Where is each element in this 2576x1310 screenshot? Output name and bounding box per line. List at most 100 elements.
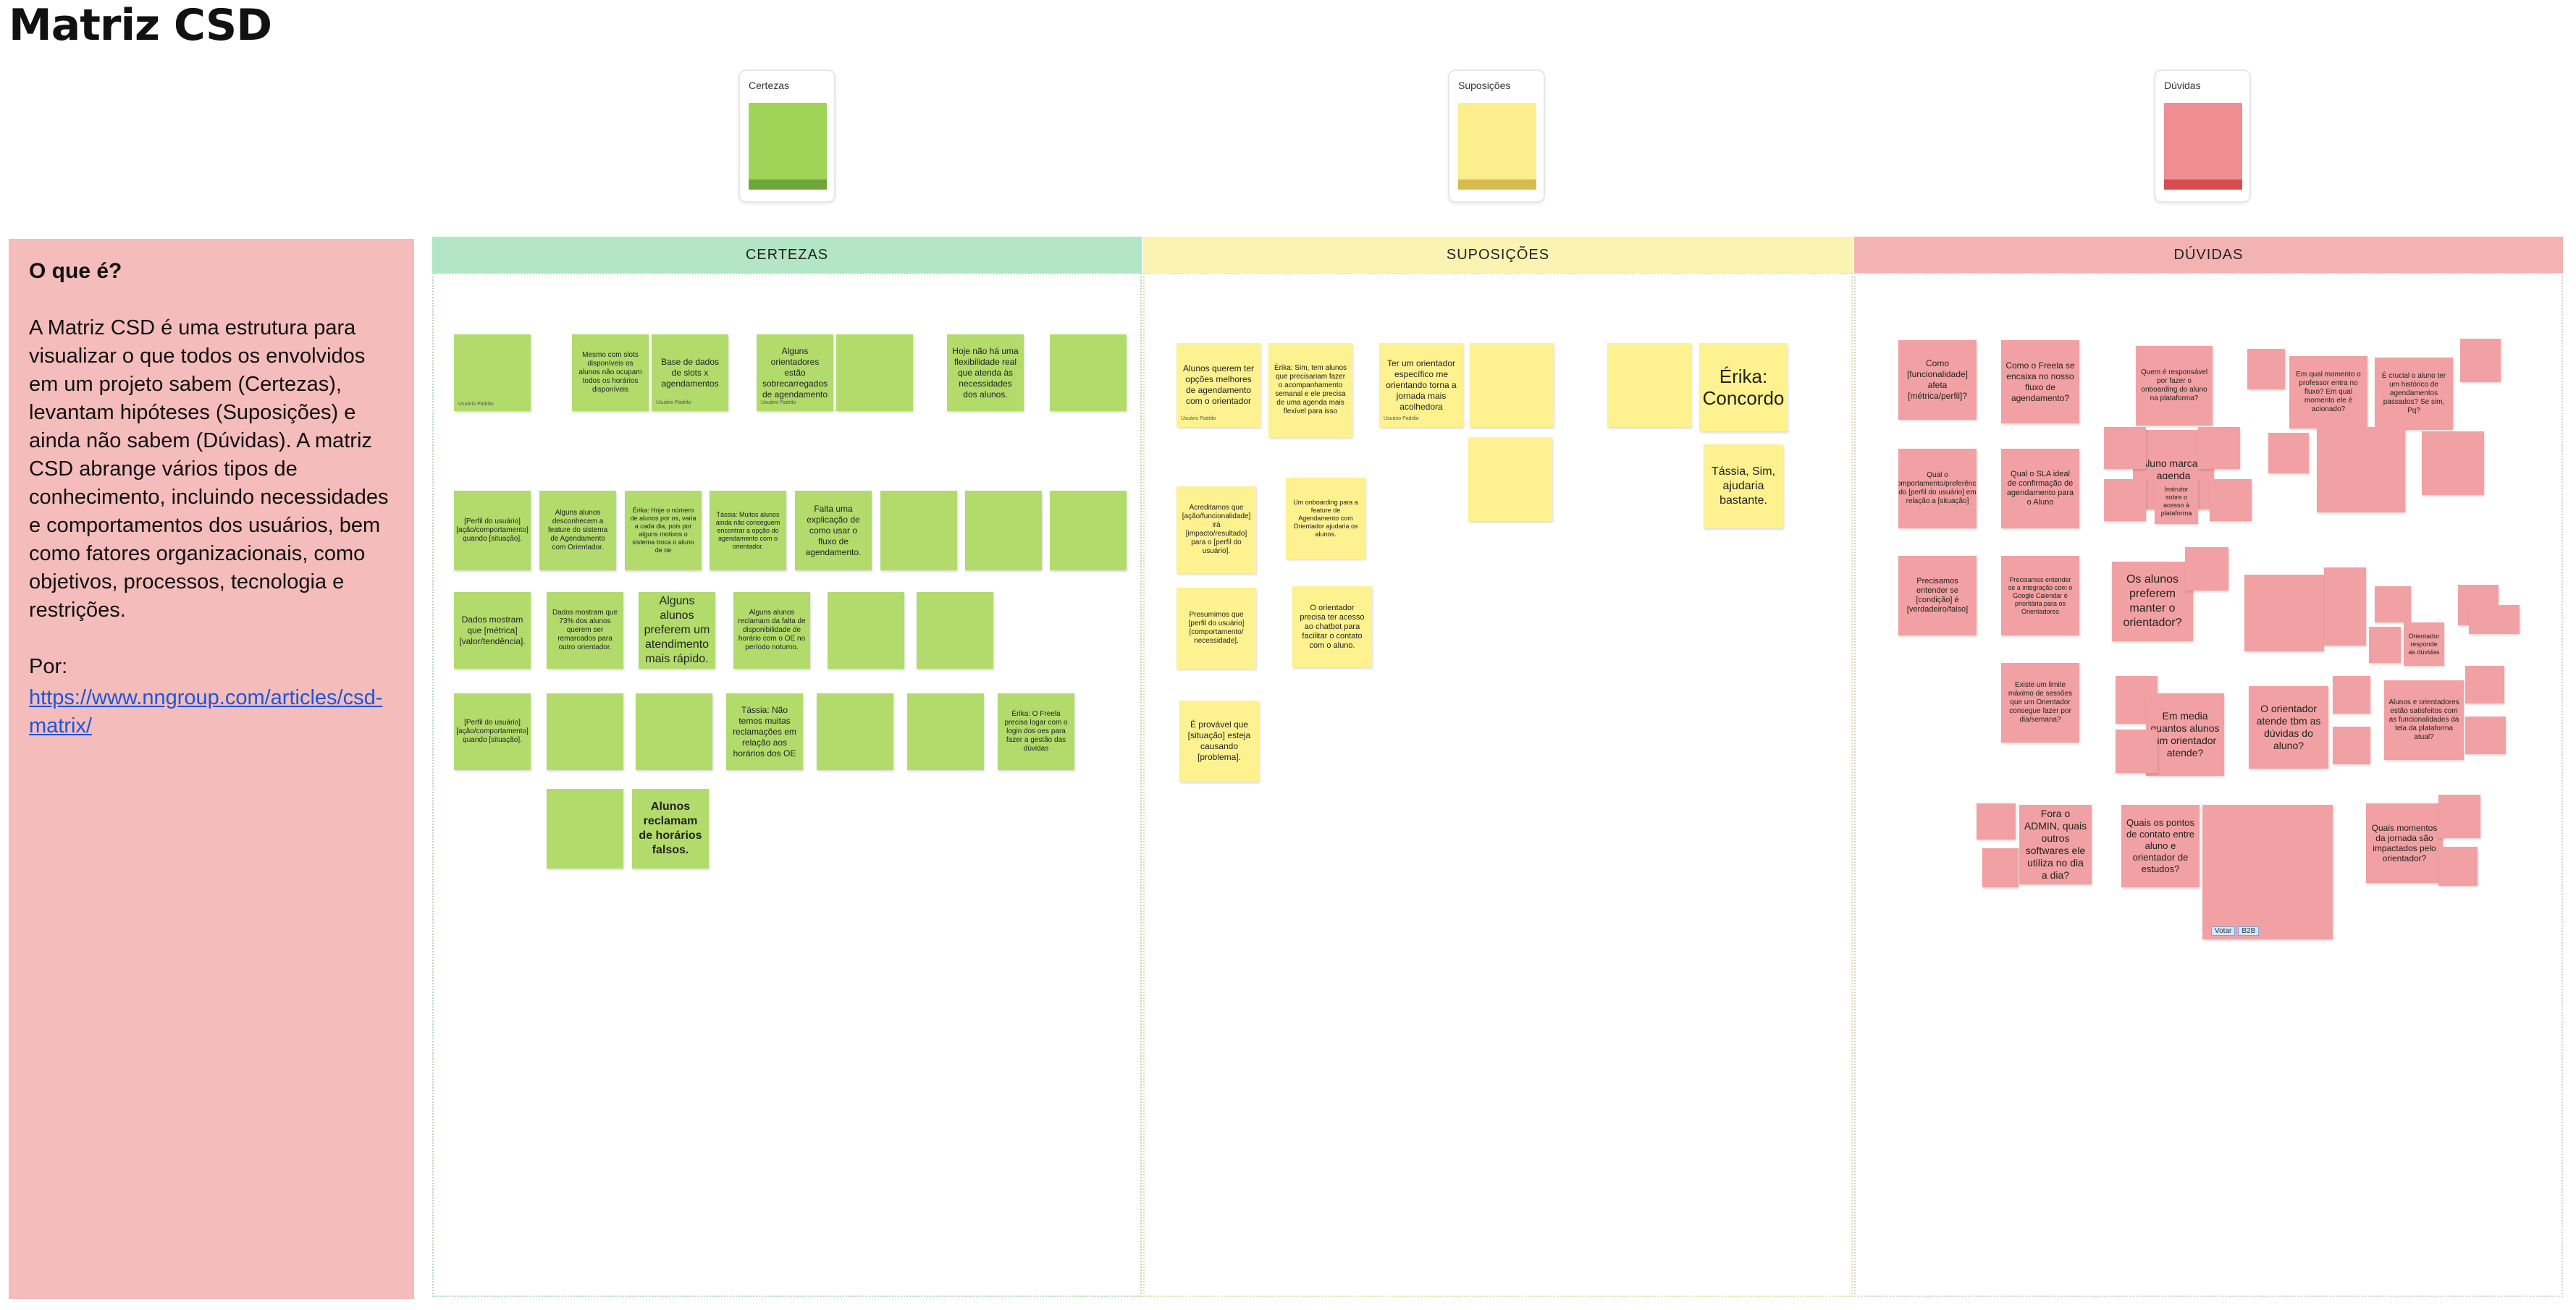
sticky-note[interactable]: O orientador precisa ter acesso ao chatb… — [1292, 586, 1372, 667]
sticky-note[interactable]: É provável que [situação] esteja causand… — [1179, 701, 1259, 782]
sticky-note[interactable] — [2116, 730, 2158, 773]
sticky-note[interactable] — [2324, 567, 2366, 646]
sticky-note[interactable] — [2369, 627, 2401, 663]
sticky-note[interactable]: É crucial o aluno ter um histórico de ag… — [2375, 358, 2453, 430]
sticky-note[interactable]: Qual o SLA ideal de confirmação de agend… — [2001, 449, 2079, 528]
sticky-note[interactable] — [2375, 586, 2411, 622]
sticky-note[interactable]: Acreditamos que [ação/funcionalidade] ir… — [1177, 486, 1256, 573]
sticky-note[interactable] — [636, 693, 712, 770]
sticky-note[interactable] — [1468, 437, 1552, 521]
sticky-note[interactable]: Tássia: Não temos muitas reclamações em … — [726, 693, 803, 770]
sticky-note[interactable]: Quem é responsável por fazer o onboardin… — [2136, 346, 2213, 426]
sticky-note[interactable] — [2268, 433, 2309, 473]
sticky-note[interactable] — [907, 693, 984, 770]
sticky-note[interactable]: Em qual momento o professor entra no flu… — [2289, 356, 2367, 428]
sticky-note[interactable] — [2469, 605, 2520, 634]
sticky-note[interactable]: Quais momentos da jornada são impactados… — [2366, 803, 2443, 883]
note-text: Dados mostram que 73% dos alunos querem … — [552, 609, 618, 651]
sticky-note[interactable]: Existe um limite máximo de sessões que u… — [2001, 663, 2079, 743]
sticky-note[interactable] — [2438, 795, 2480, 838]
sticky-note[interactable]: Alunos reclamam de horários falsos. — [632, 789, 709, 869]
sticky-note[interactable]: Quais os pontos de contato entre aluno e… — [2121, 805, 2200, 887]
sticky-note[interactable]: Alunos e orientadores estão satisfeitos … — [2384, 680, 2464, 760]
sticky-note[interactable]: Instrutor sobre o acesso à plataforma — [2155, 479, 2198, 524]
sticky-note[interactable] — [1982, 848, 2019, 887]
sticky-note[interactable] — [1050, 491, 1127, 570]
legend-card-certezas[interactable]: Certezas — [738, 69, 835, 203]
sticky-note[interactable] — [817, 693, 893, 770]
sticky-note[interactable] — [2465, 666, 2504, 703]
sticky-note[interactable] — [836, 334, 913, 411]
sticky-note[interactable] — [2244, 575, 2324, 651]
sticky-note[interactable] — [2460, 339, 2501, 382]
info-source-link[interactable]: https://www.nngroup.com/articles/csd-mat… — [29, 686, 383, 738]
sticky-note[interactable]: Tássia: Muitos alunos ainda não consegue… — [710, 491, 786, 570]
sticky-note[interactable]: Alguns alunos reclamam da falta de dispo… — [733, 592, 810, 669]
note-text: Um onboarding para a feature de Agendame… — [1293, 498, 1358, 538]
sticky-note[interactable] — [2438, 847, 2478, 886]
sticky-note[interactable] — [880, 491, 957, 570]
sticky-note[interactable] — [2198, 427, 2240, 469]
sticky-note[interactable]: Orientador responde as dúvidas — [2404, 622, 2444, 666]
sticky-note[interactable]: Como o Freela se encaixa no nosso fluxo … — [2001, 340, 2079, 423]
sticky-note[interactable]: Um onboarding para a feature de Agendame… — [1286, 478, 1365, 559]
sticky-note[interactable] — [547, 693, 623, 770]
note-text: Hoje não há uma flexibilidade real que a… — [952, 345, 1019, 400]
sticky-note[interactable] — [2104, 479, 2146, 521]
sticky-note[interactable] — [2465, 717, 2506, 754]
sticky-note[interactable]: Dados mostram que [métrica] [valor/tendê… — [454, 592, 531, 669]
legend-card-duvidas[interactable]: Dúvidas — [2154, 69, 2251, 203]
sticky-note[interactable]: Alguns alunos preferem um atendimento ma… — [639, 592, 715, 669]
sticky-note[interactable]: Usuário Padrão — [454, 334, 531, 411]
sticky-note[interactable] — [2333, 727, 2370, 764]
sticky-note[interactable] — [965, 491, 1042, 570]
sticky-note[interactable] — [547, 789, 623, 869]
sticky-note[interactable] — [2210, 479, 2252, 521]
sticky-note[interactable]: [Perfil do usuário] [ação/comportamento]… — [454, 491, 531, 570]
note-text: O orientador atende tbm as dúvidas do al… — [2256, 703, 2321, 751]
sticky-note[interactable]: Os alunos preferem manter o orientador? — [2112, 562, 2193, 641]
sticky-note[interactable]: Érika: Sim, tem alunos que precisariam f… — [1268, 343, 1352, 437]
note-text: Instrutor sobre o acesso à plataforma — [2160, 486, 2192, 517]
sticky-note[interactable]: Precisamos entender se a integração com … — [2001, 556, 2079, 635]
sticky-note[interactable]: Dados mostram que 73% dos alunos querem … — [547, 592, 623, 669]
sticky-note[interactable] — [2247, 349, 2285, 389]
sticky-note[interactable]: Alguns orientadores estão sobrecarregado… — [757, 334, 833, 411]
sticky-note[interactable]: Alunos querem ter opções melhores de age… — [1177, 343, 1260, 427]
sticky-note[interactable]: Como [funcionalidade] afeta [métrica/per… — [1898, 340, 1977, 420]
sticky-note[interactable]: Em media quantos alunos um orientador at… — [2146, 693, 2224, 776]
sticky-note[interactable]: Mesmo com slots disponíveis os alunos nã… — [572, 334, 649, 411]
sticky-note[interactable]: Alguns alunos desconhecem a feature do s… — [539, 491, 616, 570]
sticky-note[interactable] — [2317, 427, 2405, 512]
sticky-note[interactable]: [Perfil do usuário] [ação/comportamento]… — [454, 693, 531, 770]
sticky-note[interactable]: Érika: O Freela precisa logar com o logi… — [998, 693, 1074, 770]
sticky-note[interactable] — [1470, 343, 1554, 427]
sticky-note[interactable]: Presumimos que [perfil do usuário] [comp… — [1177, 588, 1256, 669]
sticky-note[interactable]: Érika: Concordo — [1699, 343, 1788, 431]
info-heading: O que é? — [29, 259, 122, 283]
sticky-note[interactable]: Fora o ADMIN, quais outros softwares ele… — [2019, 805, 2092, 884]
legend-card-suposicoes[interactable]: Suposições — [1448, 69, 1545, 203]
sticky-note[interactable]: Ter um orientador específico me orientan… — [1379, 343, 1463, 427]
sticky-note[interactable]: Tássia, Sim, ajudaria bastante. — [1704, 444, 1783, 528]
sticky-note[interactable] — [828, 592, 904, 669]
sticky-note[interactable] — [917, 592, 993, 669]
sticky-note[interactable]: Hoje não há uma flexibilidade real que a… — [947, 334, 1024, 411]
sticky-note[interactable]: Falta uma explicação de como usar o flux… — [795, 491, 872, 570]
sticky-note[interactable] — [2422, 431, 2484, 495]
sticky-note[interactable] — [1607, 343, 1691, 427]
sticky-note[interactable] — [1977, 803, 2016, 840]
sticky-note[interactable]: Precisamos entender se [condição] é [ver… — [1898, 556, 1977, 635]
sticky-note[interactable] — [2185, 547, 2228, 591]
sticky-note[interactable] — [1050, 334, 1127, 411]
sticky-note[interactable] — [2333, 676, 2370, 714]
note-text: Base de dados de slots x agendamentos — [660, 356, 720, 389]
sticky-note[interactable]: Érika: Hoje o número de alunos por os, v… — [625, 491, 702, 570]
sticky-note[interactable]: Qual o [comportamento/preferência] do [p… — [1898, 449, 1977, 528]
sticky-note[interactable]: O orientador atende tbm as dúvidas do al… — [2249, 686, 2328, 769]
note-text: Aluno marca a agenda — [2140, 457, 2207, 481]
sticky-note[interactable] — [2104, 427, 2146, 469]
